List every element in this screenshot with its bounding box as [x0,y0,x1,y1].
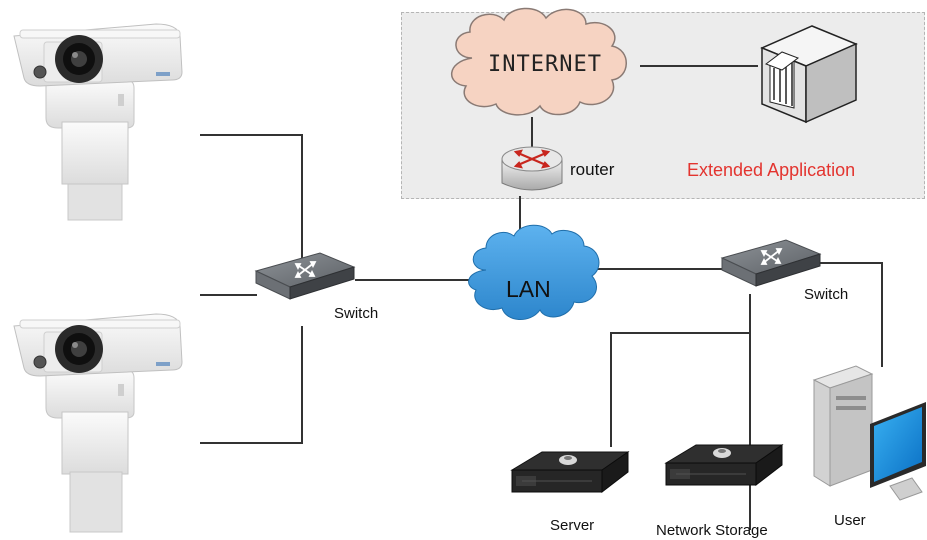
internet-label: INTERNET [488,52,602,77]
switch-right-label: Switch [804,286,849,303]
lan-label: LAN [506,276,551,302]
switch-left-label: Switch [334,305,379,322]
web-server-icon [760,25,858,124]
switch-icon [255,252,355,300]
router-label: router [570,160,615,179]
switch-icon [721,239,821,287]
rack-server-icon [511,451,629,493]
router-icon [501,146,563,191]
server-label: Server [550,517,595,534]
network-storage-label: Network Storage [656,522,768,539]
rack-server-icon [665,444,783,486]
desktop-computer-icon [812,365,926,501]
extended-application-label: Extended Application [687,160,856,180]
thermal-camera-icon [13,23,183,221]
user-label: User [834,512,866,529]
thermal-camera-icon [13,313,183,533]
internet-cloud-icon [450,7,627,116]
lan-cloud-icon [468,224,600,320]
